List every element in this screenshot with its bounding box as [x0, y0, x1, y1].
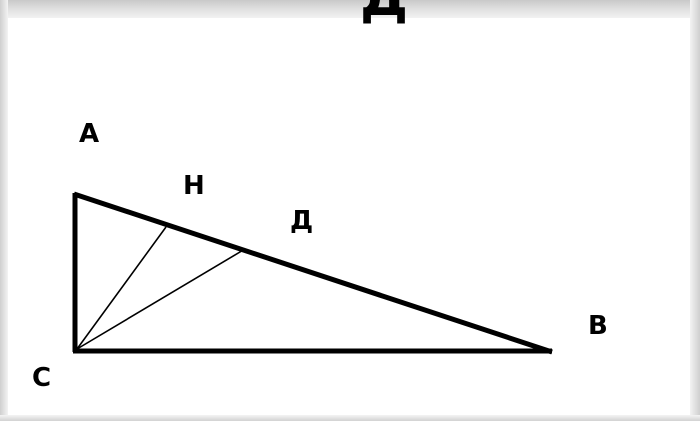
- segment-ab: [73, 191, 553, 355]
- slide-frame-top: [0, 0, 700, 18]
- label-point-b: B: [588, 311, 608, 341]
- label-point-a: A: [79, 119, 99, 149]
- slide-frame-bottom: [0, 415, 700, 421]
- slide-frame-left: [0, 0, 8, 421]
- slide-frame-right: [690, 0, 700, 421]
- label-point-h: H: [183, 171, 205, 201]
- label-point-c: C: [32, 363, 51, 393]
- segment-ch: [76, 226, 167, 350]
- label-point-d: Д: [290, 206, 313, 236]
- segment-cd: [76, 248, 246, 350]
- slide-title-fragment: Д: [360, 0, 408, 24]
